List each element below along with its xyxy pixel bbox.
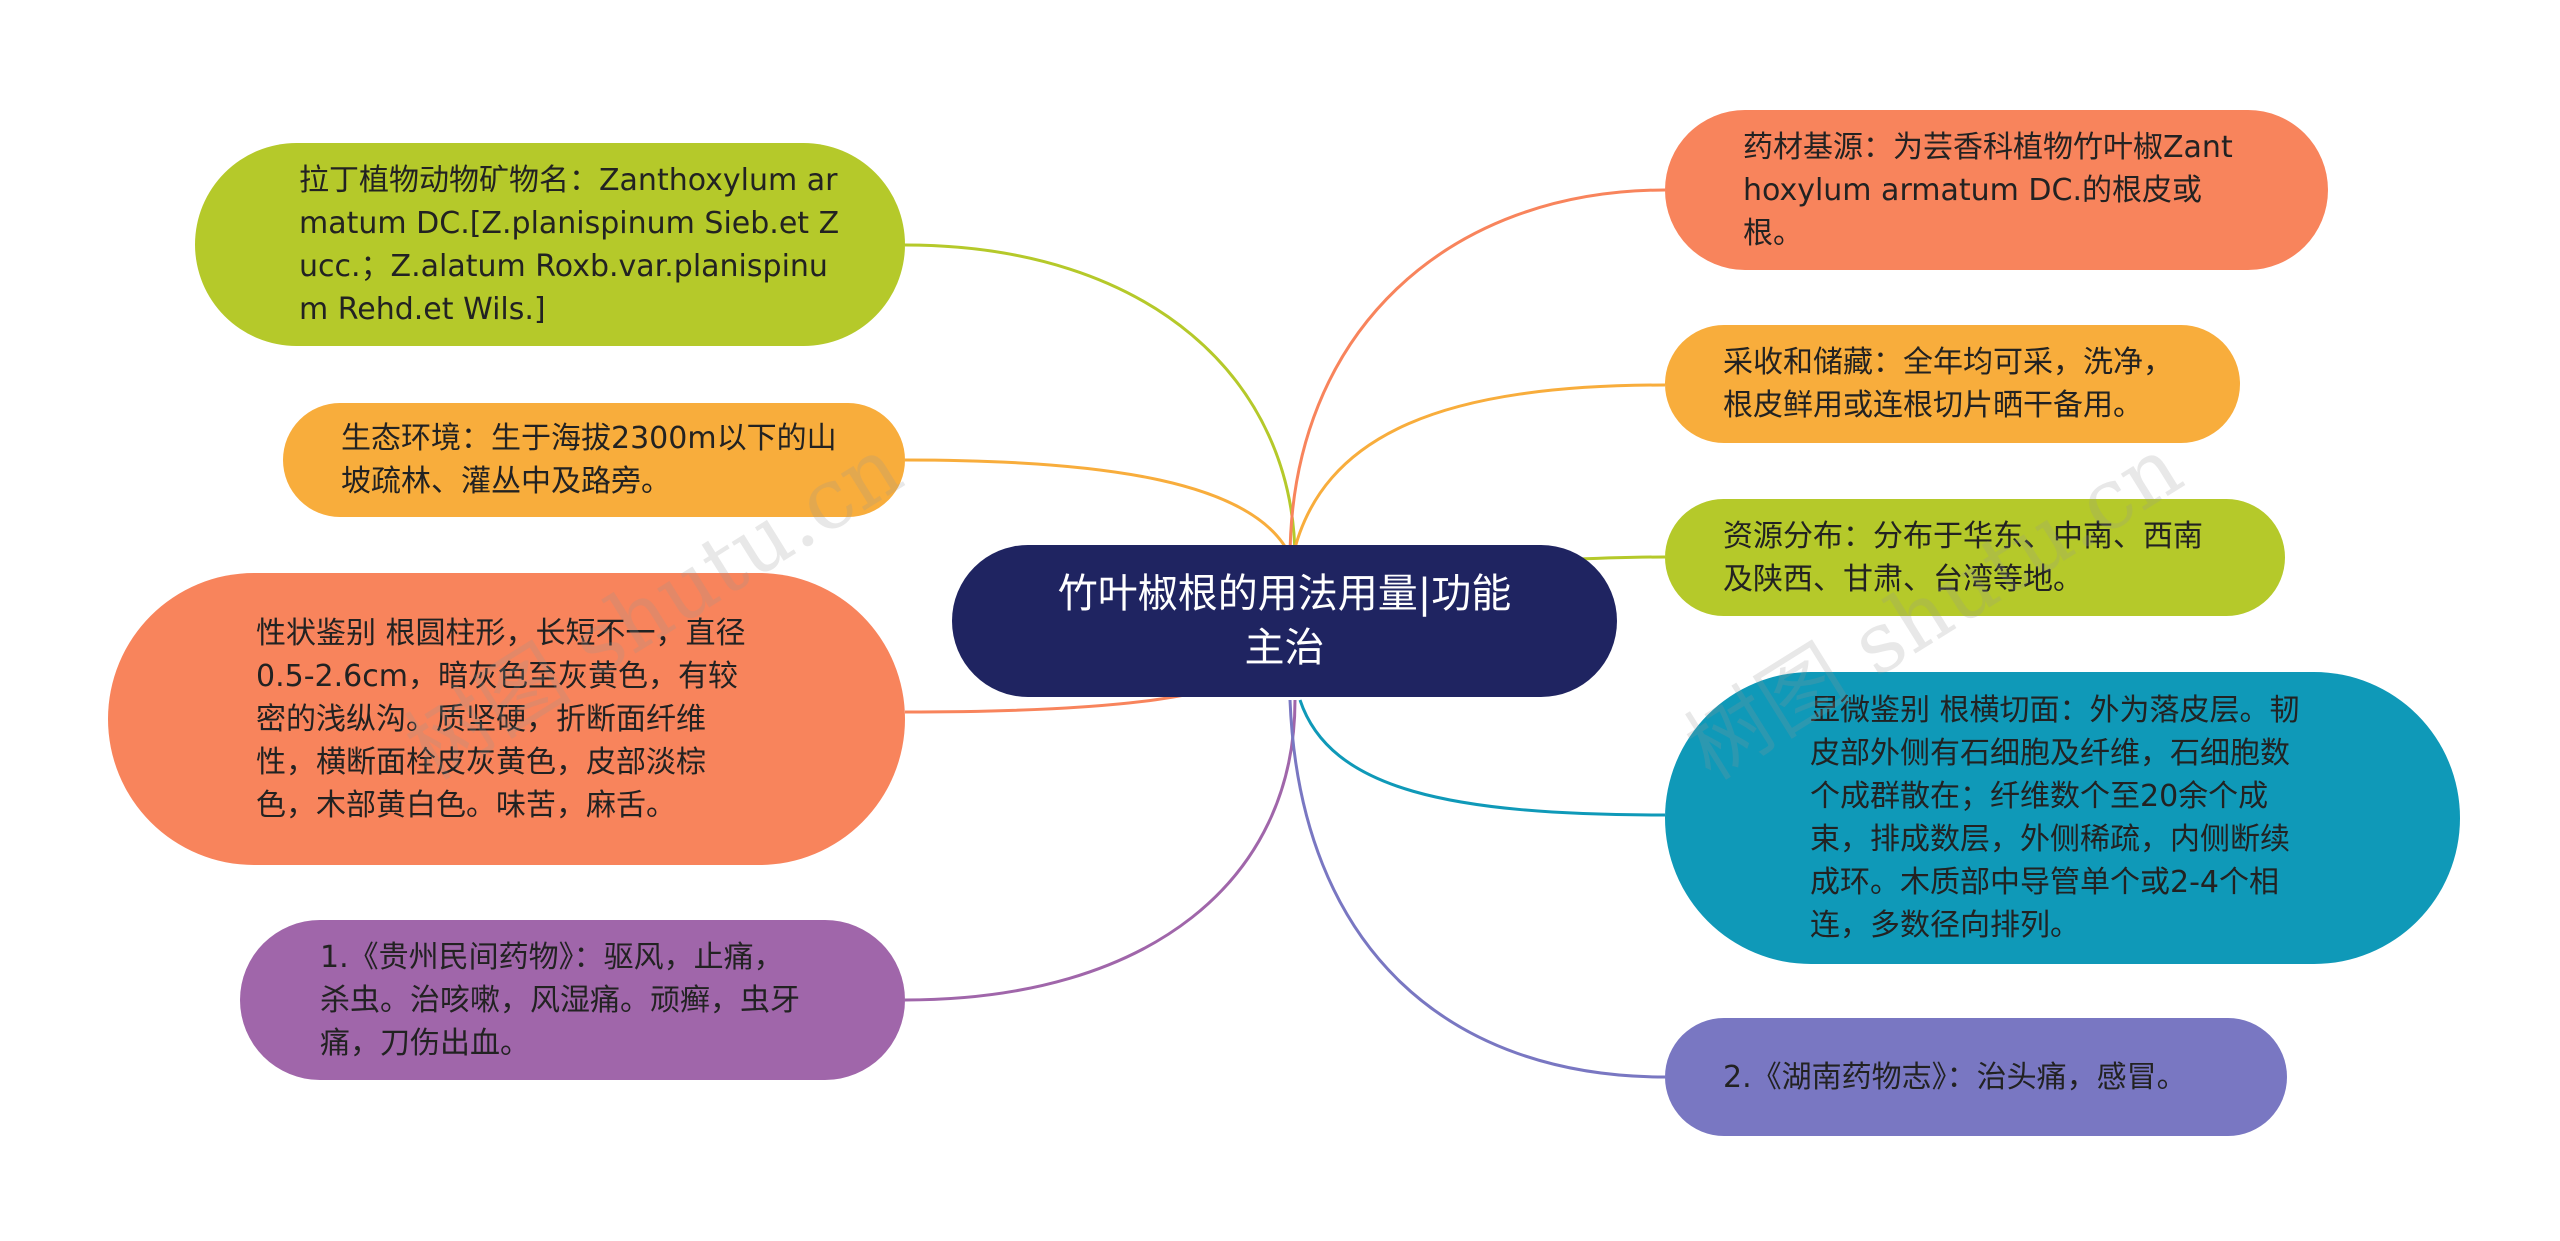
link-latin <box>904 243 1297 561</box>
node-microscopic-identification[interactable]: 显微鉴别 根横切面：外为落皮层。韧皮部外侧有石细胞及纤维，石细胞数个成群散在；纤… <box>1665 672 2460 964</box>
link-guizhou <box>904 699 1297 1002</box>
link-habitat <box>904 458 1294 561</box>
link-origin <box>1288 188 1666 561</box>
node-medicinal-origin[interactable]: 药材基源：为芸香科植物竹叶椒Zanthoxylum armatum DC.的根皮… <box>1665 110 2328 270</box>
node-medicinal-origin-text: 药材基源：为芸香科植物竹叶椒Zanthoxylum armatum DC.的根皮… <box>1743 129 2233 251</box>
node-shape-identification-text: 性状鉴别 根圆柱形，长短不一，直径0.5-2.6cm，暗灰色至灰黄色，有较密的浅… <box>256 615 746 823</box>
node-latin-name-text: 拉丁植物动物矿物名：Zanthoxylum armatum DC.[Z.plan… <box>299 162 840 327</box>
node-distribution-text: 资源分布：分布于华东、中南、西南及陕西、甘肃、台湾等地。 <box>1723 518 2203 597</box>
link-hunan <box>1288 699 1666 1079</box>
node-microscopic-identification-text: 显微鉴别 根横切面：外为落皮层。韧皮部外侧有石细胞及纤维，石细胞数个成群散在；纤… <box>1810 693 2300 943</box>
node-harvest-storage-text: 采收和储藏：全年均可采，洗净，根皮鲜用或连根切片晒干备用。 <box>1723 345 2173 423</box>
node-shape-identification[interactable]: 性状鉴别 根圆柱形，长短不一，直径0.5-2.6cm，暗灰色至灰黄色，有较密的浅… <box>108 573 905 865</box>
link-harvest <box>1290 383 1666 561</box>
central-topic-text: 竹叶椒根的用法用量|功能主治 <box>1057 571 1512 671</box>
node-harvest-storage[interactable]: 采收和储藏：全年均可采，洗净，根皮鲜用或连根切片晒干备用。 <box>1665 325 2240 443</box>
node-habitat-text: 生态环境：生于海拔2300m以下的山坡疏林、灌丛中及路旁。 <box>341 421 837 499</box>
node-guizhou-source[interactable]: 1.《贵州民间药物》：驱风，止痛，杀虫。治咳嗽，风湿痛。顽癣，虫牙痛，刀伤出血。 <box>240 920 905 1080</box>
node-habitat[interactable]: 生态环境：生于海拔2300m以下的山坡疏林、灌丛中及路旁。 <box>283 403 905 517</box>
central-topic[interactable]: 竹叶椒根的用法用量|功能主治 <box>952 545 1617 697</box>
node-hunan-source[interactable]: 2.《湖南药物志》：治头痛，感冒。 <box>1665 1018 2287 1136</box>
node-distribution[interactable]: 资源分布：分布于华东、中南、西南及陕西、甘肃、台湾等地。 <box>1665 499 2285 616</box>
node-guizhou-source-text: 1.《贵州民间药物》：驱风，止痛，杀虫。治咳嗽，风湿痛。顽癣，虫牙痛，刀伤出血。 <box>320 939 800 1061</box>
link-micro <box>1298 699 1666 817</box>
node-hunan-source-text: 2.《湖南药物志》：治头痛，感冒。 <box>1723 1059 2187 1095</box>
node-latin-name[interactable]: 拉丁植物动物矿物名：Zanthoxylum armatum DC.[Z.plan… <box>195 143 905 346</box>
